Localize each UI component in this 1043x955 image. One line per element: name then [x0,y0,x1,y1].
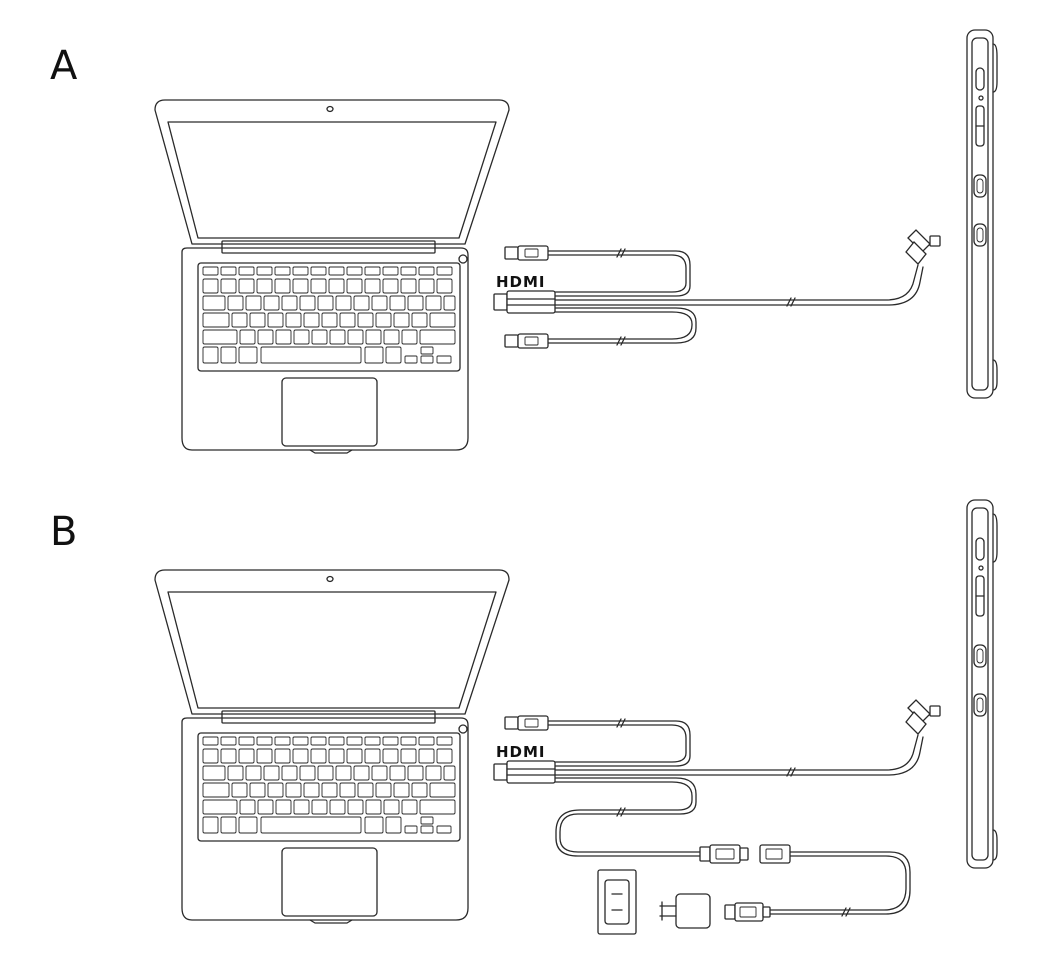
hdmi-label: HDMI [496,743,546,761]
keyboard-keys [202,266,456,364]
right-angle-usb-c-plug [905,229,941,265]
laptop [154,569,510,924]
three-in-one-cable: HDMI [493,229,941,349]
panel-label-a: A [50,43,78,89]
extension-connectors [699,844,791,864]
three-in-one-cable: HDMI [493,699,941,922]
hdmi-label: HDMI [496,273,546,291]
cable-break-mark [786,297,796,307]
panel-label-b: B [50,509,78,555]
usb-a-plug [724,902,771,922]
pen-display-tablet [966,499,998,869]
cable-break-mark [616,336,626,346]
power-adapter [659,893,711,929]
keyboard-keys [202,736,456,834]
usb-c-plug-data [504,333,549,349]
cable-break-mark [616,718,626,728]
right-angle-usb-c-plug [905,699,941,735]
wall-outlet [597,869,637,935]
cable-break-mark [786,767,796,777]
pen-display-tablet [966,29,998,399]
cable-break-mark [616,248,626,258]
panel-b: HDMI [154,499,998,935]
panel-a: HDMI [154,29,998,454]
usb-c-plug-power [504,715,549,731]
hdmi-plug [493,290,556,314]
cable-break-mark [616,807,626,817]
usb-c-plug-power [504,245,549,261]
cable-break-mark [841,907,851,917]
laptop [154,99,510,454]
hdmi-plug [493,760,556,784]
